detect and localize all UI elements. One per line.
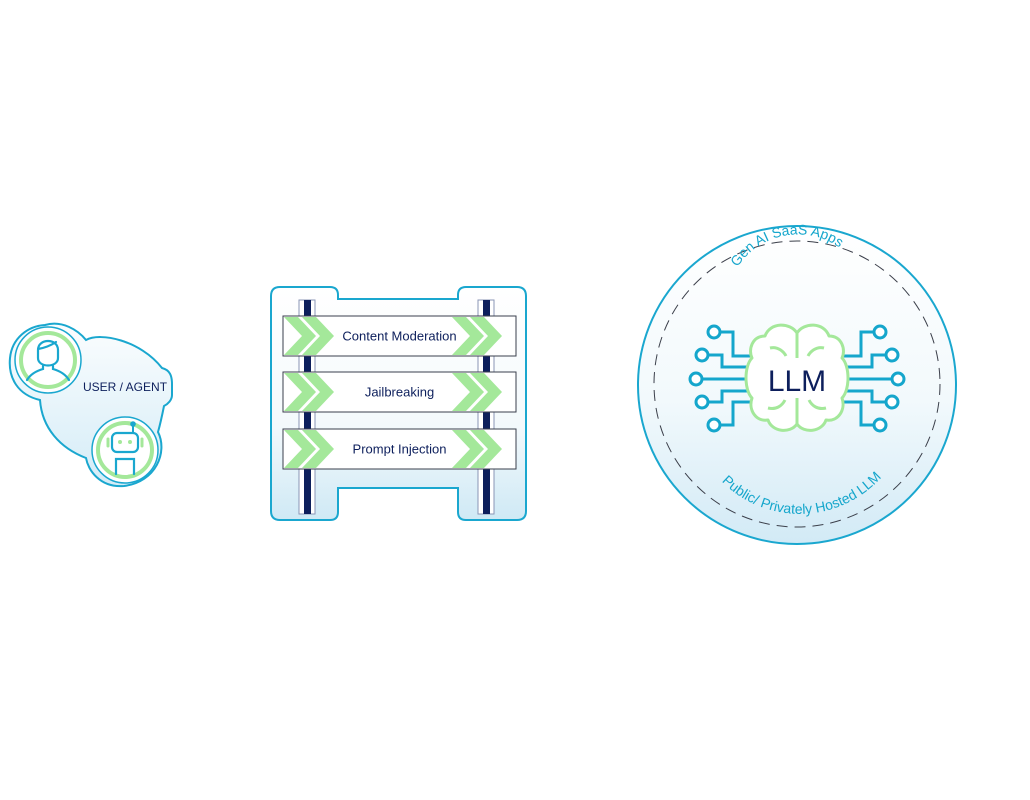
chevron-right-icon: [302, 317, 334, 355]
rail-label: Prompt Injection: [353, 442, 447, 457]
user-icon: [25, 339, 71, 382]
guardrail-rail: Prompt Injection: [282, 428, 517, 470]
chevron-right-icon: [302, 430, 334, 468]
chevron-right-icon: [284, 373, 316, 411]
user-avatar: [14, 326, 82, 394]
guardrail-rail: Jailbreaking: [282, 371, 517, 413]
robot-icon: [106, 421, 144, 476]
user-agent-label: USER / AGENT: [83, 380, 168, 394]
chevron-right-icon: [284, 317, 316, 355]
chevron-right-icon: [452, 430, 484, 468]
llm-label-backdrop: [760, 358, 834, 398]
chevron-right-icon: [470, 317, 502, 355]
chevron-right-icon: [470, 430, 502, 468]
chevron-right-icon: [452, 373, 484, 411]
llm-center-label: LLM: [768, 365, 826, 398]
circuit-icon: [688, 324, 906, 433]
llm-group: Gen AI SaaS Apps Public/ Privately Hoste…: [637, 221, 957, 545]
user-agent-group: USER / AGENT: [8, 322, 173, 488]
chevron-right-icon: [452, 317, 484, 355]
chevron-right-icon: [284, 430, 316, 468]
rail-label: Content Moderation: [342, 329, 456, 344]
chevron-right-icon: [302, 373, 334, 411]
llm-dashed-ring: [653, 240, 941, 528]
guardrail-rail: Content Moderation: [282, 315, 517, 357]
robot-avatar: [91, 416, 159, 484]
rail-label: Jailbreaking: [365, 385, 434, 400]
chevron-right-icon: [470, 373, 502, 411]
